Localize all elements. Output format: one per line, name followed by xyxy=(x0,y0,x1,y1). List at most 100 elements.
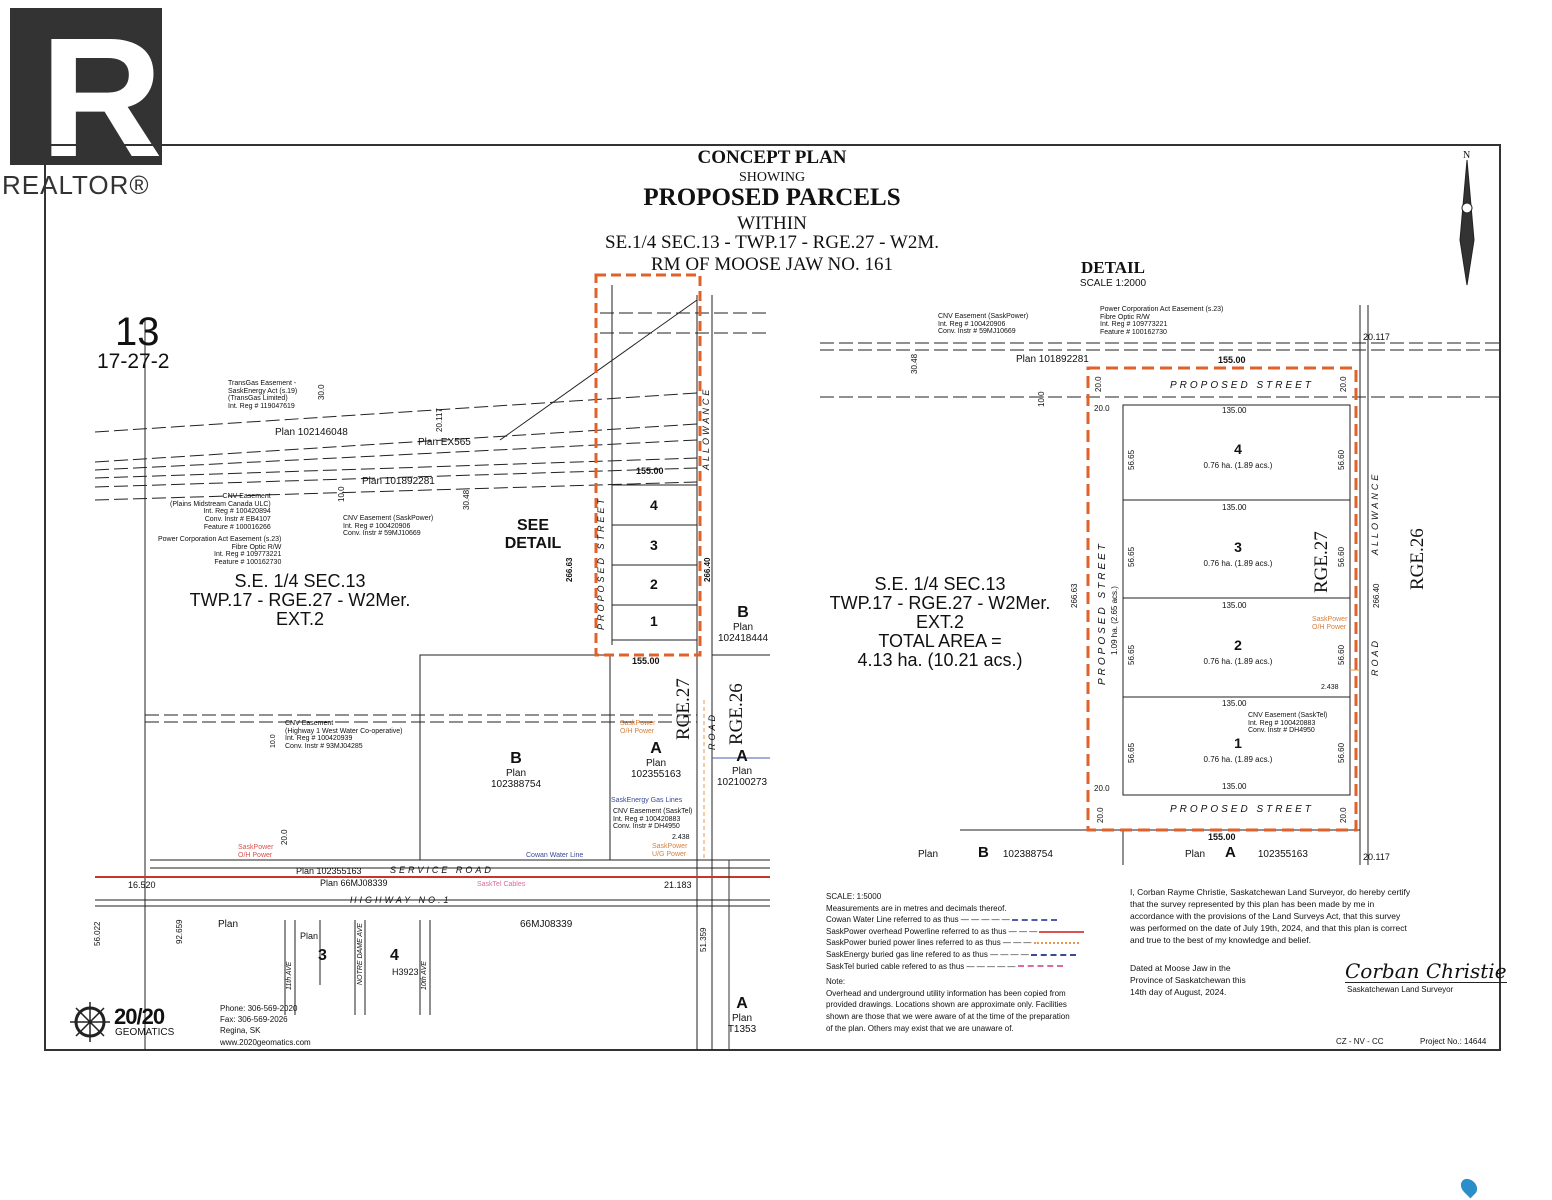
legend-item-saskpower-ug: SaskPower buried power lines referred to… xyxy=(826,937,1084,949)
dimension: 20.0 xyxy=(1094,376,1103,392)
detail-scale: SCALE 1:2000 xyxy=(1079,278,1147,289)
legend-units: Measurements are in metres and decimals … xyxy=(826,903,1007,913)
dimension: 30.48 xyxy=(910,353,919,374)
title-legal-description: SE.1/4 SEC.13 - TWP.17 - RGE.27 - W2M. xyxy=(605,232,939,253)
proposed-street-label: PROPOSED STREET xyxy=(1097,541,1108,685)
lot-area: 0.76 ha. (1.89 acs.) xyxy=(1203,461,1273,470)
lot-area: 0.76 ha. (1.89 acs.) xyxy=(1203,559,1273,568)
legend-scale: SCALE: 1:5000 xyxy=(826,892,882,901)
dimension: 56.65 xyxy=(1127,449,1136,470)
realtor-logo: R xyxy=(10,3,163,193)
cnv-easement-saskpower: CNV Easement (SaskPower)Int. Reg # 10042… xyxy=(343,515,434,538)
range-26-label: RGE.26 xyxy=(1407,528,1428,590)
street-area: 1.09 ha. (2.65 acs.) xyxy=(1110,586,1119,655)
power-corp-easement: Power Corporation Act Easement (s.23)Fib… xyxy=(158,536,282,567)
title-proposed-parcels: PROPOSED PARCELS xyxy=(643,184,901,211)
plan-label: Plan xyxy=(300,931,319,941)
dimension: 56.65 xyxy=(1127,546,1136,567)
dimension: 21.183 xyxy=(664,880,692,890)
surveyor-certificate: I, Corban Rayme Christie, Saskatchewan L… xyxy=(1130,887,1411,945)
legend: SCALE: 1:5000 Measurements are in metres… xyxy=(826,891,1085,1034)
plan-label: 66MJ08339 xyxy=(520,919,573,930)
cnv-easement-saskpower: CNV Easement (SaskPower)Int. Reg # 10042… xyxy=(938,313,1029,336)
proposed-street-label: PROPOSED STREET xyxy=(1170,804,1314,815)
lot-2: 2 xyxy=(650,576,658,592)
detail-title: DETAIL xyxy=(1081,258,1145,277)
plan-label: Plan 102355163 xyxy=(296,866,362,876)
range-26-label: RGE.26 xyxy=(726,683,747,745)
dimension: 155.00 xyxy=(636,466,664,476)
project-number: Project No.: 14644 xyxy=(1420,1037,1487,1046)
dimension: 20.0 xyxy=(280,829,289,845)
dimension: 20.0 xyxy=(1096,807,1105,823)
title-rm: RM OF MOOSE JAW NO. 161 xyxy=(651,254,893,275)
legend-item-cowan: Cowan Water Line referred to as thus — —… xyxy=(826,914,1084,926)
lot-3: 3 xyxy=(650,537,658,553)
street-label: 11th AVE xyxy=(286,961,293,990)
dimension: 20.117 xyxy=(435,408,444,432)
cowan-water-label: Cowan Water Line xyxy=(526,852,584,859)
cnv-easement-water: CNV Easement(Highway 1 West Water Co-ope… xyxy=(285,720,403,751)
dimension: 30.0 xyxy=(317,384,326,400)
plan-label: Plan xyxy=(218,919,239,930)
dimension: 16.520 xyxy=(128,880,156,890)
dimension: 155.00 xyxy=(632,656,660,666)
legend-item-saskenergy: SaskEnergy buried gas line refered to as… xyxy=(826,949,1084,961)
dimension: 20.117 xyxy=(1363,852,1390,862)
plan-label: Plan EX565 xyxy=(418,437,471,448)
dimension: 155.00 xyxy=(1208,832,1236,842)
dimension: 266.40 xyxy=(703,557,712,582)
plan-label: Plan 66MJ08339 xyxy=(320,878,388,888)
dimension: 266.40 xyxy=(1372,583,1381,608)
section-number: 13 xyxy=(115,310,160,354)
signer-title: Saskatchewan Land Surveyor xyxy=(1347,985,1454,994)
lot-1: 1 xyxy=(650,613,658,629)
realtor-wordmark: REALTOR® xyxy=(2,170,150,200)
cnv-easement-plains: CNV Easement(Plains Midstream Canada ULC… xyxy=(170,493,271,531)
dimension: 20.0 xyxy=(1094,404,1110,413)
dimension: 135.00 xyxy=(1222,503,1247,512)
dimension: 56.60 xyxy=(1337,546,1346,567)
legend-item-sasktel: SaskTel buried cable refered to as thus … xyxy=(826,961,1084,973)
plan-label: H3923 xyxy=(392,967,419,977)
lot-area: 0.76 ha. (1.89 acs.) xyxy=(1203,755,1273,764)
globe-icon xyxy=(70,1002,110,1042)
title-concept-plan: CONCEPT PLAN xyxy=(697,147,847,168)
dimension: 92.659 xyxy=(175,919,184,944)
dimension: 20.117 xyxy=(1363,332,1390,342)
road-label: ROAD xyxy=(707,711,717,750)
lot-number: 1 xyxy=(1234,735,1242,751)
lot-number: 4 xyxy=(1234,441,1242,457)
title-within: WITHIN xyxy=(737,213,807,234)
plan-label: Plan 101892281 xyxy=(362,476,435,487)
plan-label: Plan 101892281 xyxy=(1016,354,1089,365)
block-3: 3 xyxy=(318,947,327,964)
road-allowance-label: ALLOWANCE xyxy=(1370,471,1380,555)
cnv-easement-sasktel: CNV Easement (SaskTel)Int. Reg # 1004208… xyxy=(613,808,693,831)
dimension: 56.60 xyxy=(1337,449,1346,470)
road-label: ROAD xyxy=(1370,637,1380,676)
note-title: Note: xyxy=(826,977,846,987)
dimension: 10.0 xyxy=(270,734,277,748)
plan-border xyxy=(44,144,1501,1051)
transgas-easement: TransGas Easement -SaskEnergy Act (s.19)… xyxy=(228,380,298,411)
dimension: 135.00 xyxy=(1222,782,1247,791)
dimension: 20.0 xyxy=(1094,784,1110,793)
drawing-codes: CZ - NV - CC xyxy=(1336,1037,1384,1046)
road-allowance-label: ALLOWANCE xyxy=(701,386,711,470)
plan-label: Plan 102146048 xyxy=(275,427,348,438)
dimension: 266.63 xyxy=(565,557,574,582)
lot-number: 3 xyxy=(1234,539,1242,555)
